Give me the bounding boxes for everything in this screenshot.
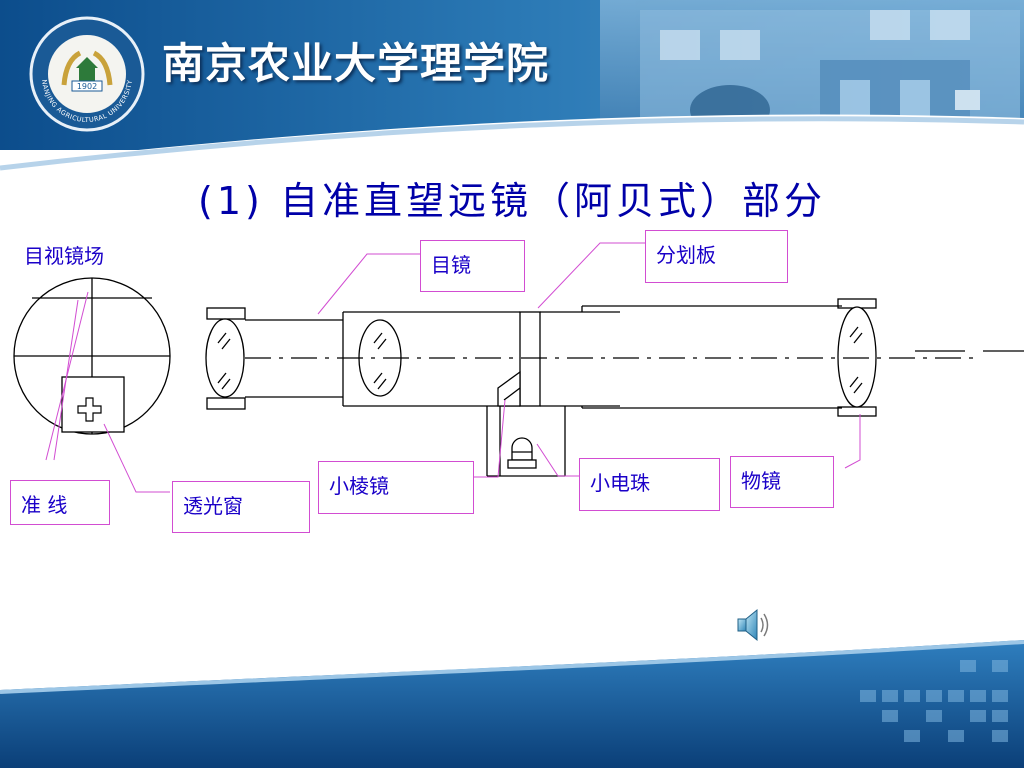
header-title: 南京农业大学理学院 <box>162 39 550 88</box>
label-box-crosshair: 准 线 <box>10 480 110 525</box>
reticle-plate <box>519 311 620 407</box>
label-crosshair: 准 线 <box>21 493 68 517</box>
label-box-small-prism: 小棱镜 <box>318 461 474 514</box>
label-objective: 物镜 <box>741 469 781 493</box>
small-bulb <box>507 437 537 469</box>
eyepiece-tube <box>245 311 520 407</box>
label-box-reticle: 分划板 <box>645 230 788 283</box>
small-prism <box>497 370 521 407</box>
optical-axis <box>245 350 1024 359</box>
label-box-small-bulb: 小电珠 <box>579 458 720 511</box>
label-field-of-view: 目视镜场 <box>24 244 104 268</box>
label-small-bulb: 小电珠 <box>590 471 650 495</box>
lamp-housing <box>486 406 566 477</box>
field-of-view-circle <box>13 277 171 435</box>
label-box-eyepiece: 目镜 <box>420 240 525 292</box>
slide-title: (1) 自准直望远镜（阿贝式）部分 <box>198 179 826 223</box>
university-logo: 1902 NANJING AGRICULTURAL UNIVERSITY <box>29 16 145 132</box>
logo-year: 1902 <box>77 82 97 91</box>
label-reticle: 分划板 <box>656 243 716 267</box>
label-small-prism: 小棱镜 <box>329 474 389 498</box>
footer-tiles <box>860 660 1008 742</box>
leader-lines <box>45 242 861 493</box>
label-box-objective: 物镜 <box>730 456 834 508</box>
speaker-icon[interactable] <box>735 606 775 644</box>
main-tube <box>581 305 842 409</box>
objective-lens <box>837 298 877 417</box>
label-light-window: 透光窗 <box>183 494 243 518</box>
label-box-light-window: 透光窗 <box>172 481 310 533</box>
eyepiece-lens <box>205 307 246 410</box>
label-eyepiece: 目镜 <box>431 253 471 277</box>
